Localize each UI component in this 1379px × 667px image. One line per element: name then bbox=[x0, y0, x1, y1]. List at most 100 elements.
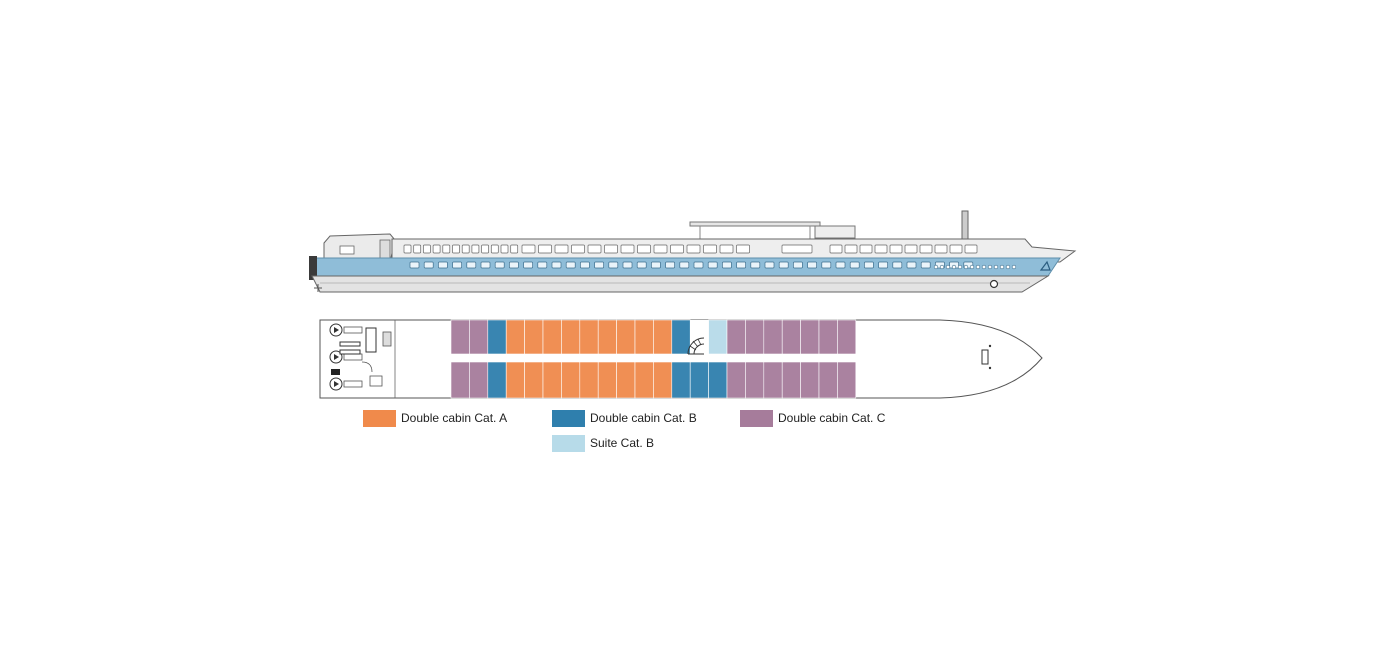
window bbox=[949, 244, 963, 254]
cabin-cat-a bbox=[616, 361, 636, 399]
aft-service-area bbox=[329, 320, 396, 398]
porthole-row bbox=[933, 264, 1017, 270]
cabin-cat-c bbox=[781, 319, 801, 355]
cabin-cat-c bbox=[837, 361, 857, 399]
porthole bbox=[981, 264, 987, 270]
porthole bbox=[957, 264, 963, 270]
deck-plan bbox=[319, 319, 1043, 399]
cabin-cat-c bbox=[781, 361, 801, 399]
cabin-cat-a bbox=[505, 361, 525, 399]
cabin-window bbox=[736, 261, 746, 269]
window bbox=[919, 244, 933, 254]
porthole bbox=[999, 264, 1005, 270]
rudder-icon bbox=[314, 284, 322, 292]
cabin-cat-b bbox=[487, 319, 507, 355]
window bbox=[481, 244, 489, 254]
porthole bbox=[951, 264, 957, 270]
cabin-window bbox=[423, 261, 434, 269]
cabin-cat-a bbox=[653, 319, 673, 355]
cabin-cat-c bbox=[818, 319, 838, 355]
mast bbox=[961, 210, 969, 240]
cabin-window bbox=[849, 261, 860, 269]
cabin-window bbox=[892, 261, 903, 269]
cabin-cat-b bbox=[487, 361, 507, 399]
cabin-window bbox=[750, 261, 761, 269]
window bbox=[554, 244, 569, 254]
window bbox=[423, 244, 431, 254]
cabin-window bbox=[594, 261, 604, 269]
cabin-cat-c bbox=[837, 319, 857, 355]
cabin-window bbox=[693, 261, 704, 269]
cabin-window bbox=[551, 261, 562, 269]
cabin-window bbox=[480, 261, 491, 269]
anchor-icon bbox=[989, 279, 999, 289]
window bbox=[653, 244, 668, 254]
cabin-window bbox=[679, 261, 690, 269]
window bbox=[413, 244, 422, 254]
porthole bbox=[1011, 264, 1017, 270]
stair-cell bbox=[690, 320, 709, 354]
stern-dark-block bbox=[309, 256, 317, 280]
cabin-cat-c bbox=[745, 319, 765, 355]
cabin-window bbox=[523, 261, 533, 269]
cabin-window bbox=[821, 261, 832, 269]
wheelhouse-top bbox=[814, 225, 856, 239]
porthole bbox=[993, 264, 999, 270]
porthole bbox=[963, 264, 969, 270]
cabin-window bbox=[580, 261, 590, 269]
window bbox=[461, 244, 470, 254]
cabin-window bbox=[778, 261, 789, 269]
cabin-cat-a bbox=[561, 319, 581, 355]
window bbox=[889, 244, 903, 254]
window bbox=[670, 244, 684, 254]
window bbox=[637, 244, 651, 254]
cabin-cat-a bbox=[653, 361, 673, 399]
window bbox=[500, 244, 509, 254]
cabin-window bbox=[807, 261, 817, 269]
cabin-cat-a bbox=[634, 319, 654, 355]
cabin-cat-a bbox=[616, 319, 636, 355]
cabin-window bbox=[438, 261, 448, 269]
window bbox=[490, 244, 499, 254]
cabin-cat-b bbox=[671, 361, 691, 399]
window bbox=[934, 244, 948, 254]
porthole bbox=[987, 264, 993, 270]
cabin-cat-c bbox=[450, 319, 470, 355]
window bbox=[442, 244, 451, 254]
window bbox=[686, 244, 701, 254]
cabin-cat-a bbox=[579, 319, 599, 355]
window bbox=[403, 244, 412, 254]
cabin-window bbox=[409, 261, 420, 269]
cabin-cat-a bbox=[579, 361, 599, 399]
cabin-cat-c bbox=[450, 361, 470, 399]
ship-side-view bbox=[309, 210, 1077, 293]
cabin-cat-a bbox=[634, 361, 654, 399]
cabin-window bbox=[608, 261, 619, 269]
window bbox=[719, 244, 734, 254]
cabin-window bbox=[707, 261, 718, 269]
cabin-window bbox=[494, 261, 505, 269]
cabin-cat-a bbox=[561, 361, 581, 399]
cabin-cat-c bbox=[745, 361, 765, 399]
cabin-row-starboard bbox=[450, 319, 857, 355]
window bbox=[859, 244, 873, 254]
window bbox=[571, 244, 585, 254]
lower-window-row bbox=[409, 261, 974, 269]
cabin-cat-a bbox=[524, 319, 544, 355]
cabin-cat-a bbox=[542, 319, 562, 355]
window bbox=[874, 244, 888, 254]
porthole bbox=[969, 264, 975, 270]
cabin-window bbox=[764, 261, 775, 269]
porthole bbox=[975, 264, 981, 270]
cabin-window bbox=[920, 261, 931, 269]
window bbox=[432, 244, 441, 254]
cabin-cat-c bbox=[469, 319, 489, 355]
cabin-window bbox=[835, 261, 846, 269]
cabin-window bbox=[793, 261, 803, 269]
window bbox=[829, 244, 843, 254]
window bbox=[620, 244, 635, 254]
window bbox=[781, 244, 813, 254]
cabin-cat-b bbox=[671, 319, 691, 355]
porthole bbox=[945, 264, 951, 270]
window bbox=[452, 244, 460, 254]
